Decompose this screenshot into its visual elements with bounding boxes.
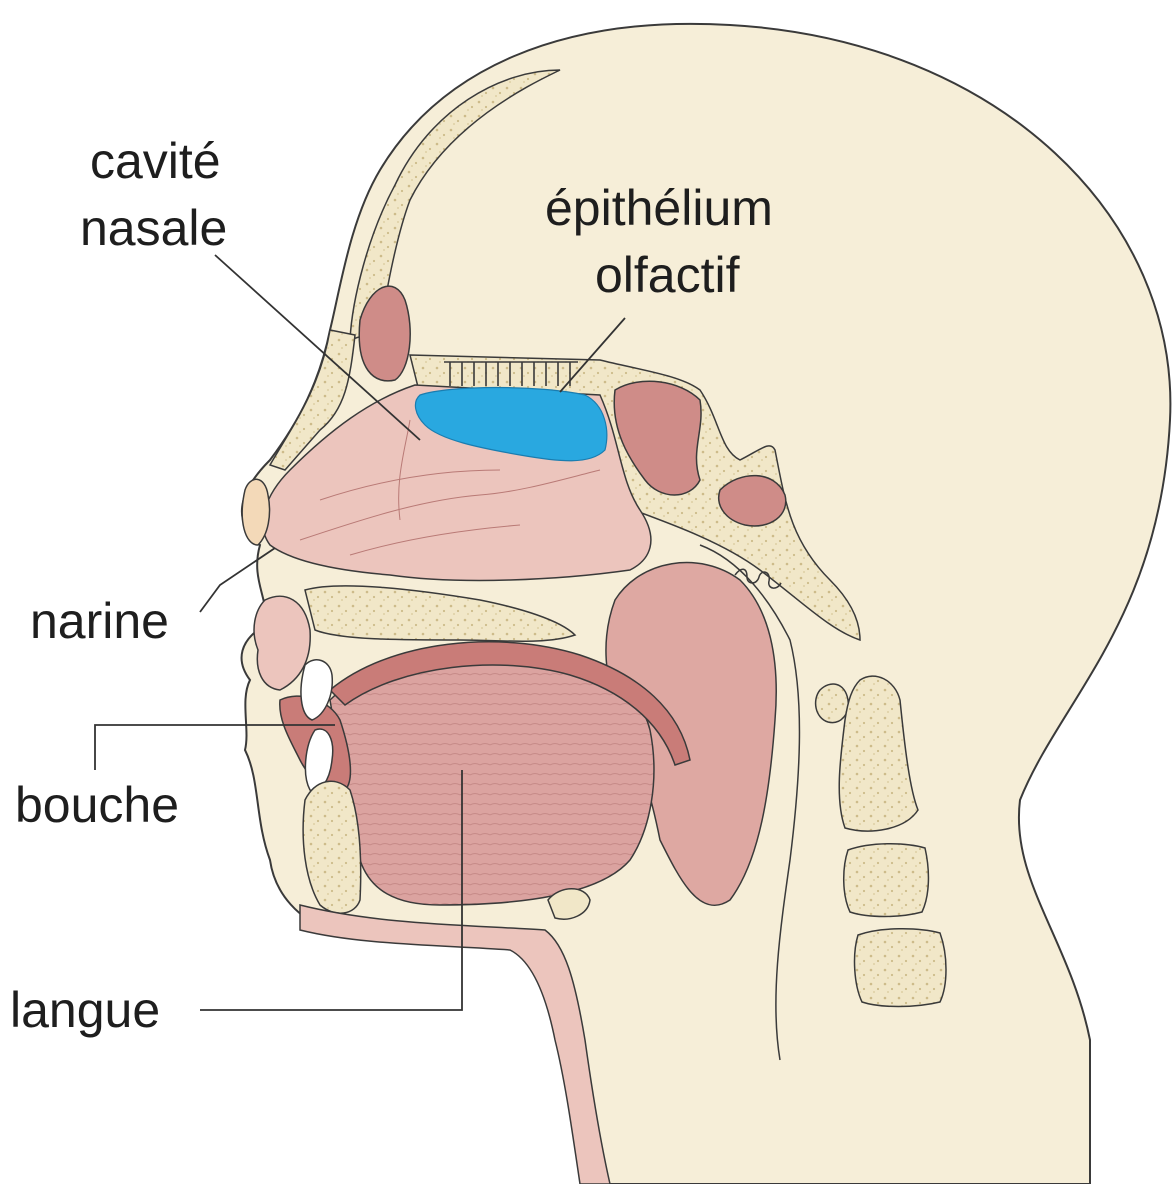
label-tongue: langue bbox=[10, 982, 160, 1038]
vertebra-c4 bbox=[855, 929, 946, 1007]
vertebra-c1 bbox=[816, 684, 849, 723]
label-olfactory-epithelium-line1: épithélium bbox=[545, 180, 773, 236]
label-mouth: bouche bbox=[15, 777, 179, 833]
label-olfactory-epithelium-line2: olfactif bbox=[595, 247, 740, 303]
label-nostril: narine bbox=[30, 593, 169, 649]
vertebra-c3 bbox=[844, 844, 929, 917]
label-nasal-cavity-line2: nasale bbox=[80, 200, 227, 256]
label-nasal-cavity-line1: cavité bbox=[90, 133, 221, 189]
nose-tip bbox=[242, 479, 269, 545]
